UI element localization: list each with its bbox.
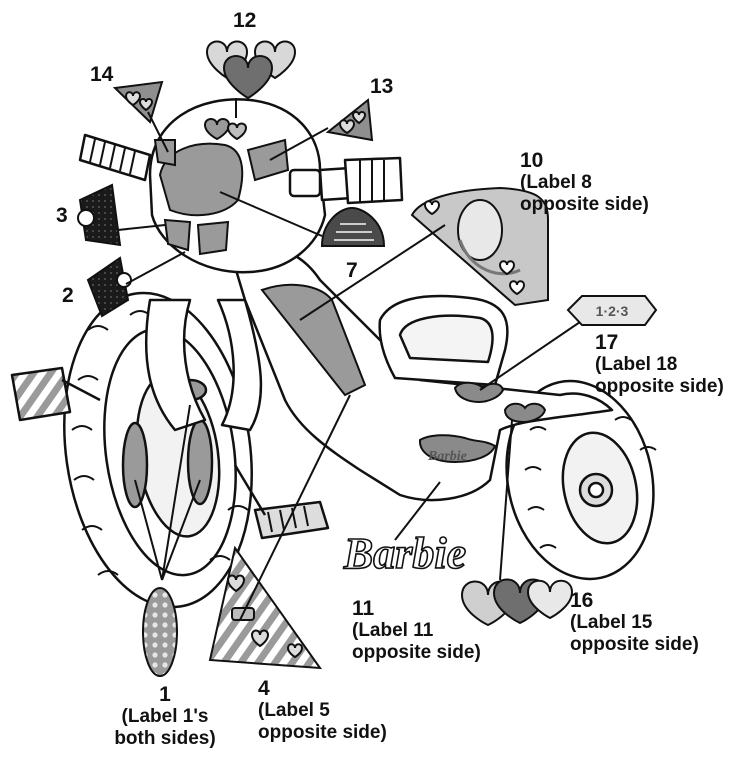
label-3-number: 3 (56, 205, 68, 227)
label-17-line1: (Label 18 (595, 354, 724, 376)
svg-text:Barbie: Barbie (427, 449, 467, 464)
seat-decal-text: 1·2·3 (596, 303, 629, 319)
label-17-number: 17 (595, 332, 724, 354)
label-10-line2: opposite side) (520, 194, 649, 216)
decal-14-triangle (115, 82, 162, 122)
label-16-line1: (Label 15 (570, 612, 699, 634)
label-1-line1: (Label 1's (105, 706, 225, 728)
label-17-group: 17 (Label 18 opposite side) (595, 332, 724, 398)
label-1-number: 1 (105, 684, 225, 706)
label-2-number: 2 (62, 285, 74, 307)
label-11-line1: (Label 11 (352, 620, 481, 642)
decal-1-oval (143, 588, 177, 676)
decal-3-black (78, 185, 120, 245)
label-4-number: 4 (258, 678, 387, 700)
headlight-icon (322, 208, 384, 246)
label-10-line1: (Label 8 (520, 172, 649, 194)
decal-17-numbers: 1·2·3 (568, 296, 656, 325)
left-grip (80, 135, 150, 180)
label-4-line2: opposite side) (258, 722, 387, 744)
label-16-number: 16 (570, 590, 699, 612)
label-4-line1: (Label 5 (258, 700, 387, 722)
label-11-number: 11 (352, 598, 481, 620)
decal-barbie-logo: Barbie (343, 529, 466, 578)
decal-13-triangle (328, 100, 372, 140)
label-11-line2: opposite side) (352, 642, 481, 664)
label-14-number: 14 (90, 64, 113, 86)
label-17-line2: opposite side) (595, 376, 724, 398)
label-13-number: 13 (370, 76, 393, 98)
label-4-group: 4 (Label 5 opposite side) (258, 678, 387, 744)
label-16-group: 16 (Label 15 opposite side) (570, 590, 699, 656)
barbie-logo-text: Barbie (343, 529, 466, 578)
label-16-line2: opposite side) (570, 634, 699, 656)
label-11-group: 11 (Label 11 opposite side) (352, 598, 481, 664)
label-7-number: 7 (346, 260, 358, 282)
label-10-group: 10 (Label 8 opposite side) (520, 150, 649, 216)
decal-12-hearts (207, 42, 295, 99)
label-10-number: 10 (520, 150, 649, 172)
label-1-line2: both sides) (105, 728, 225, 750)
label-1-group: 1 (Label 1's both sides) (105, 684, 225, 750)
label-12-number: 12 (233, 10, 256, 32)
